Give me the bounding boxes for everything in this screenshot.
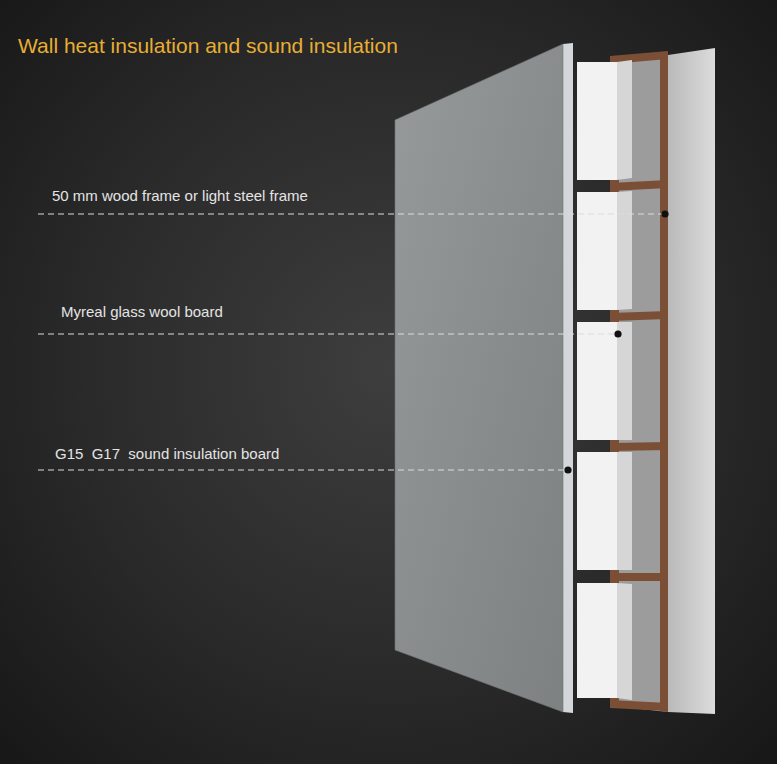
glass-wool-blocks [577, 60, 632, 700]
part-label: G15 G17 sound insulation board [55, 445, 279, 463]
sound-insulation-board [395, 44, 563, 712]
back-wall [668, 48, 715, 714]
frame-cavity [612, 55, 668, 712]
frame-rails [610, 51, 668, 711]
leader-lines [38, 214, 662, 470]
part-label: Myreal glass wool board [61, 303, 223, 321]
frame-stud [660, 55, 668, 712]
part-label: 50 mm wood frame or light steel frame [52, 187, 308, 205]
leader-dots [564, 210, 668, 473]
board-edge [563, 43, 573, 713]
diagram-title: Wall heat insulation and sound insulatio… [18, 33, 398, 58]
